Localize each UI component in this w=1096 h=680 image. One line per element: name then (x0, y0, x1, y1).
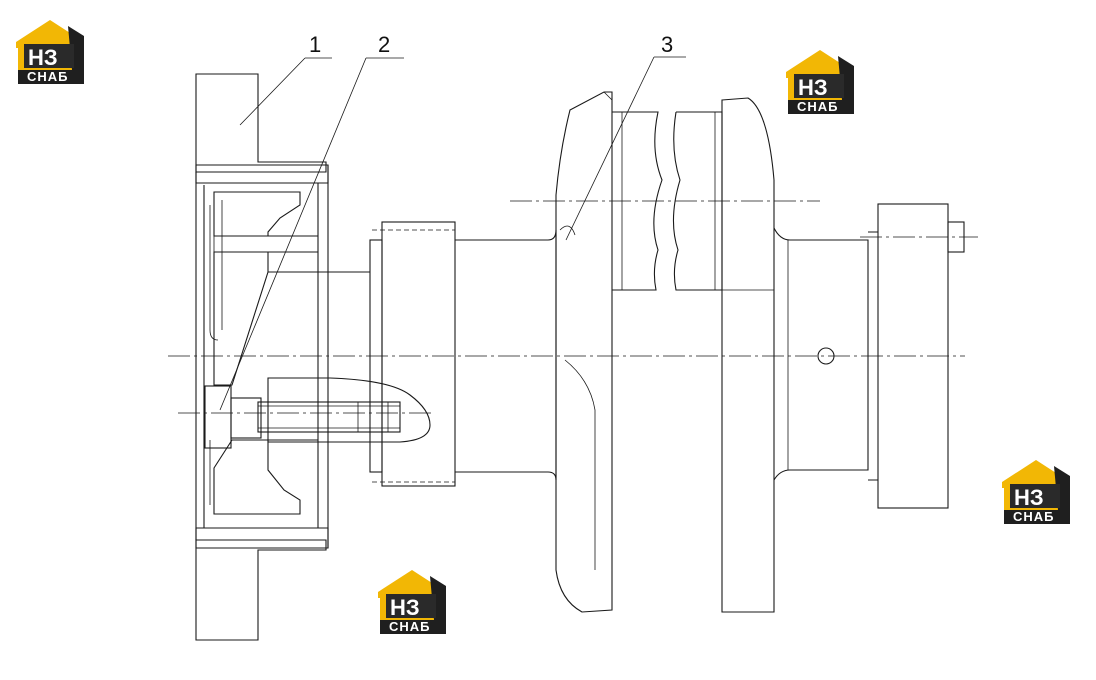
watermark-logo: НЗ СНАБ (378, 570, 446, 634)
housing-flange (195, 73, 329, 641)
crankshaft (555, 91, 965, 613)
crank-nose (369, 221, 557, 487)
watermark-logo: НЗ СНАБ (786, 50, 854, 114)
logo-letters: НЗ (28, 45, 58, 70)
callout-label-1: 1 (309, 32, 321, 57)
bolt (204, 377, 431, 449)
center-lines (168, 200, 978, 414)
callout-label-3: 3 (661, 32, 673, 57)
callout-2: 2 (219, 32, 404, 411)
callout-3: 3 (565, 32, 686, 241)
callout-1: 1 (239, 32, 332, 126)
logo-sub-letters: СНАБ (389, 619, 431, 634)
watermark-logo: НЗ СНАБ (1002, 460, 1070, 524)
logo-roof (16, 20, 84, 48)
logo-sub-letters: СНАБ (1013, 509, 1055, 524)
hub-section (209, 191, 370, 515)
logo-sub-letters: СНАБ (27, 69, 69, 84)
logo-letters: НЗ (798, 75, 828, 100)
logo-sub-letters: СНАБ (797, 99, 839, 114)
logo-letters: НЗ (390, 595, 420, 620)
watermark-logo: НЗ СНАБ (16, 20, 84, 84)
logo-letters: НЗ (1014, 485, 1044, 510)
callout-label-2: 2 (378, 32, 390, 57)
